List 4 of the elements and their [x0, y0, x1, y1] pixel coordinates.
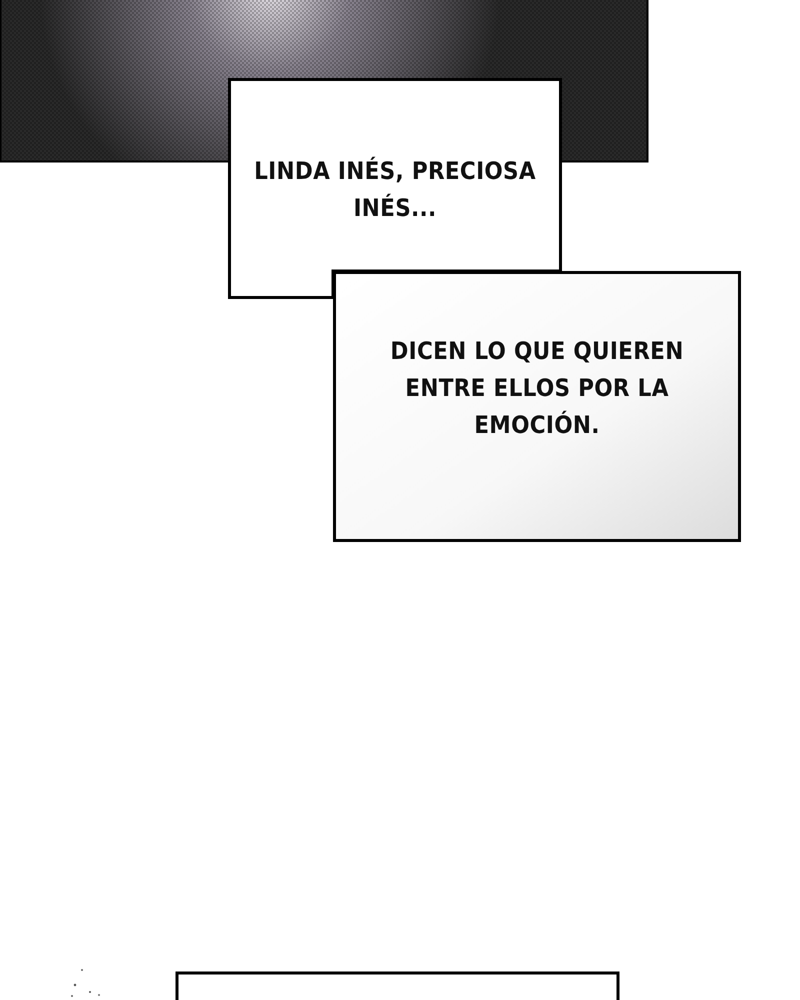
caption-box	[333, 271, 741, 542]
caption-box	[228, 78, 562, 299]
caption-text: LINDA INÉS, PRECIOSA INÉS...	[253, 156, 537, 224]
caption-text: DICEN LO QUE QUIEREN ENTRE ELLOS POR LA EMOCIÓN.	[389, 336, 685, 441]
